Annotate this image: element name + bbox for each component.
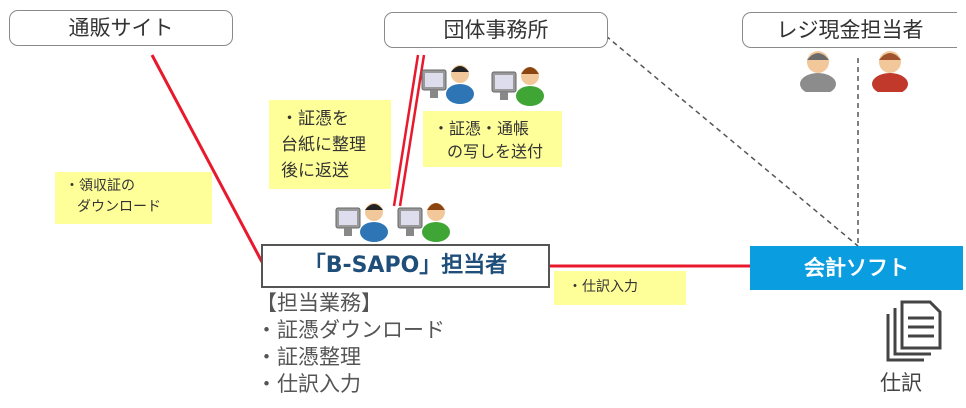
node-cashier: レジ現金担当者 <box>742 12 957 48</box>
note-receipt-download: ・領収証の ダウンロード <box>55 172 212 224</box>
duties-list: 【担当業務】 ・証憑ダウンロード ・証憑整理 ・仕訳入力 <box>256 290 445 398</box>
line-office-to-bsapo-a <box>392 54 420 207</box>
dashed-office-to-software <box>605 35 859 247</box>
documents-label: 仕訳 <box>880 371 922 395</box>
pc-worker-icon <box>421 65 474 104</box>
line-ec-to-bsapo <box>150 54 264 263</box>
duty-item: ・仕訳入力 <box>256 372 361 396</box>
note-line: の写しを送付 <box>447 142 544 161</box>
note-line: 後に返送 <box>281 161 349 181</box>
documents-icon <box>886 300 942 362</box>
person-red-icon <box>872 51 908 92</box>
note-line: ダウンロード <box>77 199 161 215</box>
pc-worker-icon <box>335 203 388 242</box>
node-org-office: 団体事務所 <box>384 12 608 48</box>
duties-heading: 【担当業務】 <box>256 291 382 315</box>
note-line: ・仕訳入力 <box>568 279 638 295</box>
duty-item: ・証憑ダウンロード <box>256 318 445 342</box>
note-line: 台紙に整理 <box>281 135 366 155</box>
note-line: ・領収証の <box>65 178 135 194</box>
cashier-people-icon <box>800 51 908 92</box>
note-line: ・証憑を <box>281 109 349 129</box>
pc-worker-icon <box>491 67 544 106</box>
duty-item: ・証憑整理 <box>256 345 361 369</box>
node-accounting-software: 会計ソフト <box>750 246 963 290</box>
note-journal-entry: ・仕訳入力 <box>554 271 686 305</box>
node-ec-site: 通販サイト <box>9 10 233 46</box>
note-vouchers-return: ・証憑を 台紙に整理 後に返送 <box>269 100 391 189</box>
person-gray-icon <box>800 51 836 92</box>
note-line: ・証憑・通帳 <box>433 119 530 138</box>
note-send-copies: ・証憑・通帳 の写しを送付 <box>423 111 562 167</box>
line-office-to-bsapo-b <box>398 54 426 207</box>
pc-worker-icon <box>397 203 450 242</box>
node-bsapo: 「B-SAPO」担当者 <box>261 244 550 288</box>
pc-workers-bsapo-icon <box>335 203 450 242</box>
pc-workers-office-icon <box>421 65 544 106</box>
